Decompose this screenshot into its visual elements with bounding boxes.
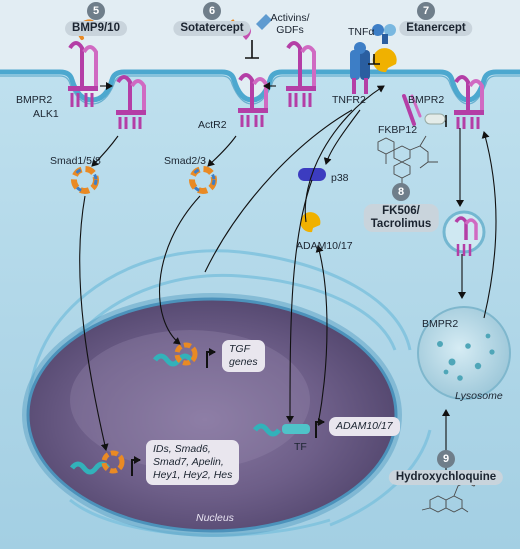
gene-box-adam: ADAM10/17 xyxy=(329,417,400,437)
label-bmpr2-right: BMPR2 xyxy=(408,94,445,106)
drug-fk506-tacrolimus: FK506/ Tacrolimus xyxy=(363,204,439,233)
drug-bmp9-10: BMP9/10 xyxy=(65,21,127,37)
label-p38: p38 xyxy=(331,172,349,184)
label-adam10-17: ADAM10/17 xyxy=(296,240,353,252)
drug-number-6: 6 xyxy=(203,2,221,20)
label-tf: TF xyxy=(294,441,307,453)
label-bmpr2-left: BMPR2 xyxy=(16,94,53,106)
label-activins-gdfs: Activins/ GDFs xyxy=(270,12,310,37)
adam-protease-surface xyxy=(372,48,397,73)
receptors xyxy=(68,41,484,256)
label-alk1: ALK1 xyxy=(33,108,59,120)
etanercept-drug xyxy=(372,24,396,44)
lysosome xyxy=(417,306,511,400)
label-tnfa: TNFα xyxy=(348,26,375,38)
dna-bmp-target-genes xyxy=(70,450,141,476)
drug-number-7: 7 xyxy=(417,2,435,20)
gene-box-tgf: TGF genes xyxy=(222,340,265,373)
smad-1-5-8-complex xyxy=(71,166,99,194)
label-tnfr2: TNFR2 xyxy=(332,94,366,106)
nucleus xyxy=(22,293,402,537)
drug-etanercept: Etanercept xyxy=(399,21,473,37)
label-bmpr2-lysosome: BMPR2 xyxy=(422,318,459,330)
gene-box-bmp-targets: IDs, Smad6, Smad7, Apelin, Hey1, Hey2, H… xyxy=(146,440,240,486)
label-actr2: ActR2 xyxy=(198,119,227,131)
tnfr2-receptor xyxy=(350,42,370,94)
drug-hydroxychloroquine: Hydroxychloquine xyxy=(388,470,504,486)
dna-adam-gene xyxy=(253,418,325,438)
label-smad-1-5-8: Smad1/5/8 xyxy=(50,155,101,167)
label-nucleus: Nucleus xyxy=(196,512,234,524)
drug-sotatercept: Sotatercept xyxy=(173,21,251,37)
label-lysosome: Lysosome xyxy=(455,390,503,402)
drug-number-8: 8 xyxy=(392,183,410,201)
drug-number-5: 5 xyxy=(87,2,105,20)
drug-number-9: 9 xyxy=(437,450,455,468)
fk506-molecule xyxy=(377,135,438,186)
label-smad-2-3: Smad2/3 xyxy=(164,155,207,167)
dna-tgf-genes xyxy=(153,342,216,368)
label-fkbp12: FKBP12 xyxy=(378,124,418,136)
smad-2-3-complex xyxy=(189,166,217,194)
